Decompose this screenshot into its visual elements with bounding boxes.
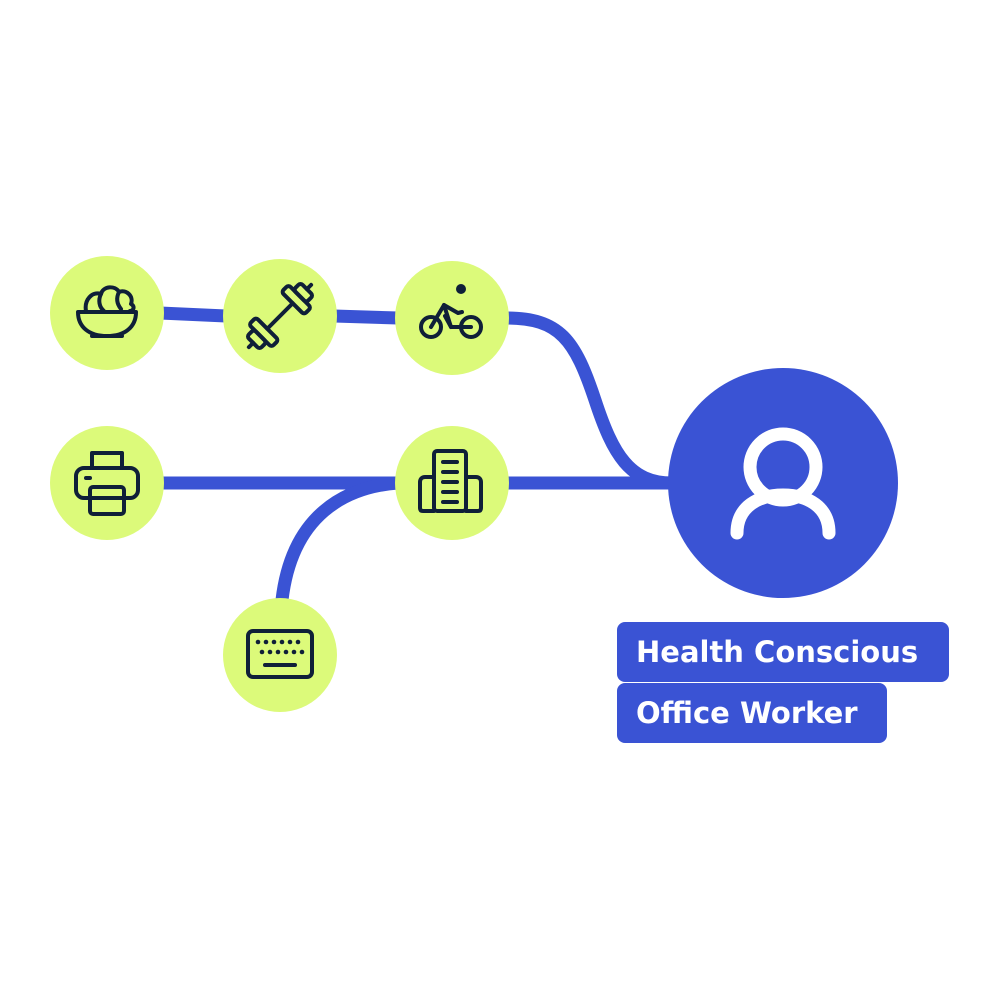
connector-office-keyboard bbox=[275, 476, 399, 601]
connectors bbox=[159, 306, 673, 601]
connector-salad-dumbbell bbox=[159, 306, 227, 323]
cyclist-head bbox=[456, 284, 466, 294]
persona-circle bbox=[668, 368, 898, 598]
node-circle bbox=[395, 261, 509, 375]
node-office bbox=[395, 426, 509, 540]
keyboard-icon bbox=[246, 629, 314, 679]
node-circle bbox=[223, 598, 337, 712]
node-circle bbox=[50, 426, 164, 540]
persona bbox=[668, 368, 898, 598]
user-icon bbox=[730, 427, 836, 540]
connector-dumbbell-bicycle bbox=[333, 309, 399, 325]
connector-bicycle-persona bbox=[505, 311, 673, 490]
salad-bowl-icon bbox=[76, 285, 138, 338]
office-building-icon bbox=[418, 449, 483, 513]
persona-label-line-2: Office Worker bbox=[617, 683, 887, 743]
keyboard-keys bbox=[255, 639, 305, 655]
printer-icon bbox=[74, 451, 140, 516]
node-bicycle bbox=[395, 261, 509, 375]
persona-label-line-1: Health Conscious bbox=[617, 622, 949, 682]
node-dumbbell bbox=[223, 259, 337, 373]
node-keyboard bbox=[223, 598, 337, 712]
cyclist-icon bbox=[419, 303, 483, 339]
node-printer bbox=[50, 426, 164, 540]
node-salad bbox=[50, 256, 164, 370]
dumbbell-icon bbox=[246, 282, 314, 350]
